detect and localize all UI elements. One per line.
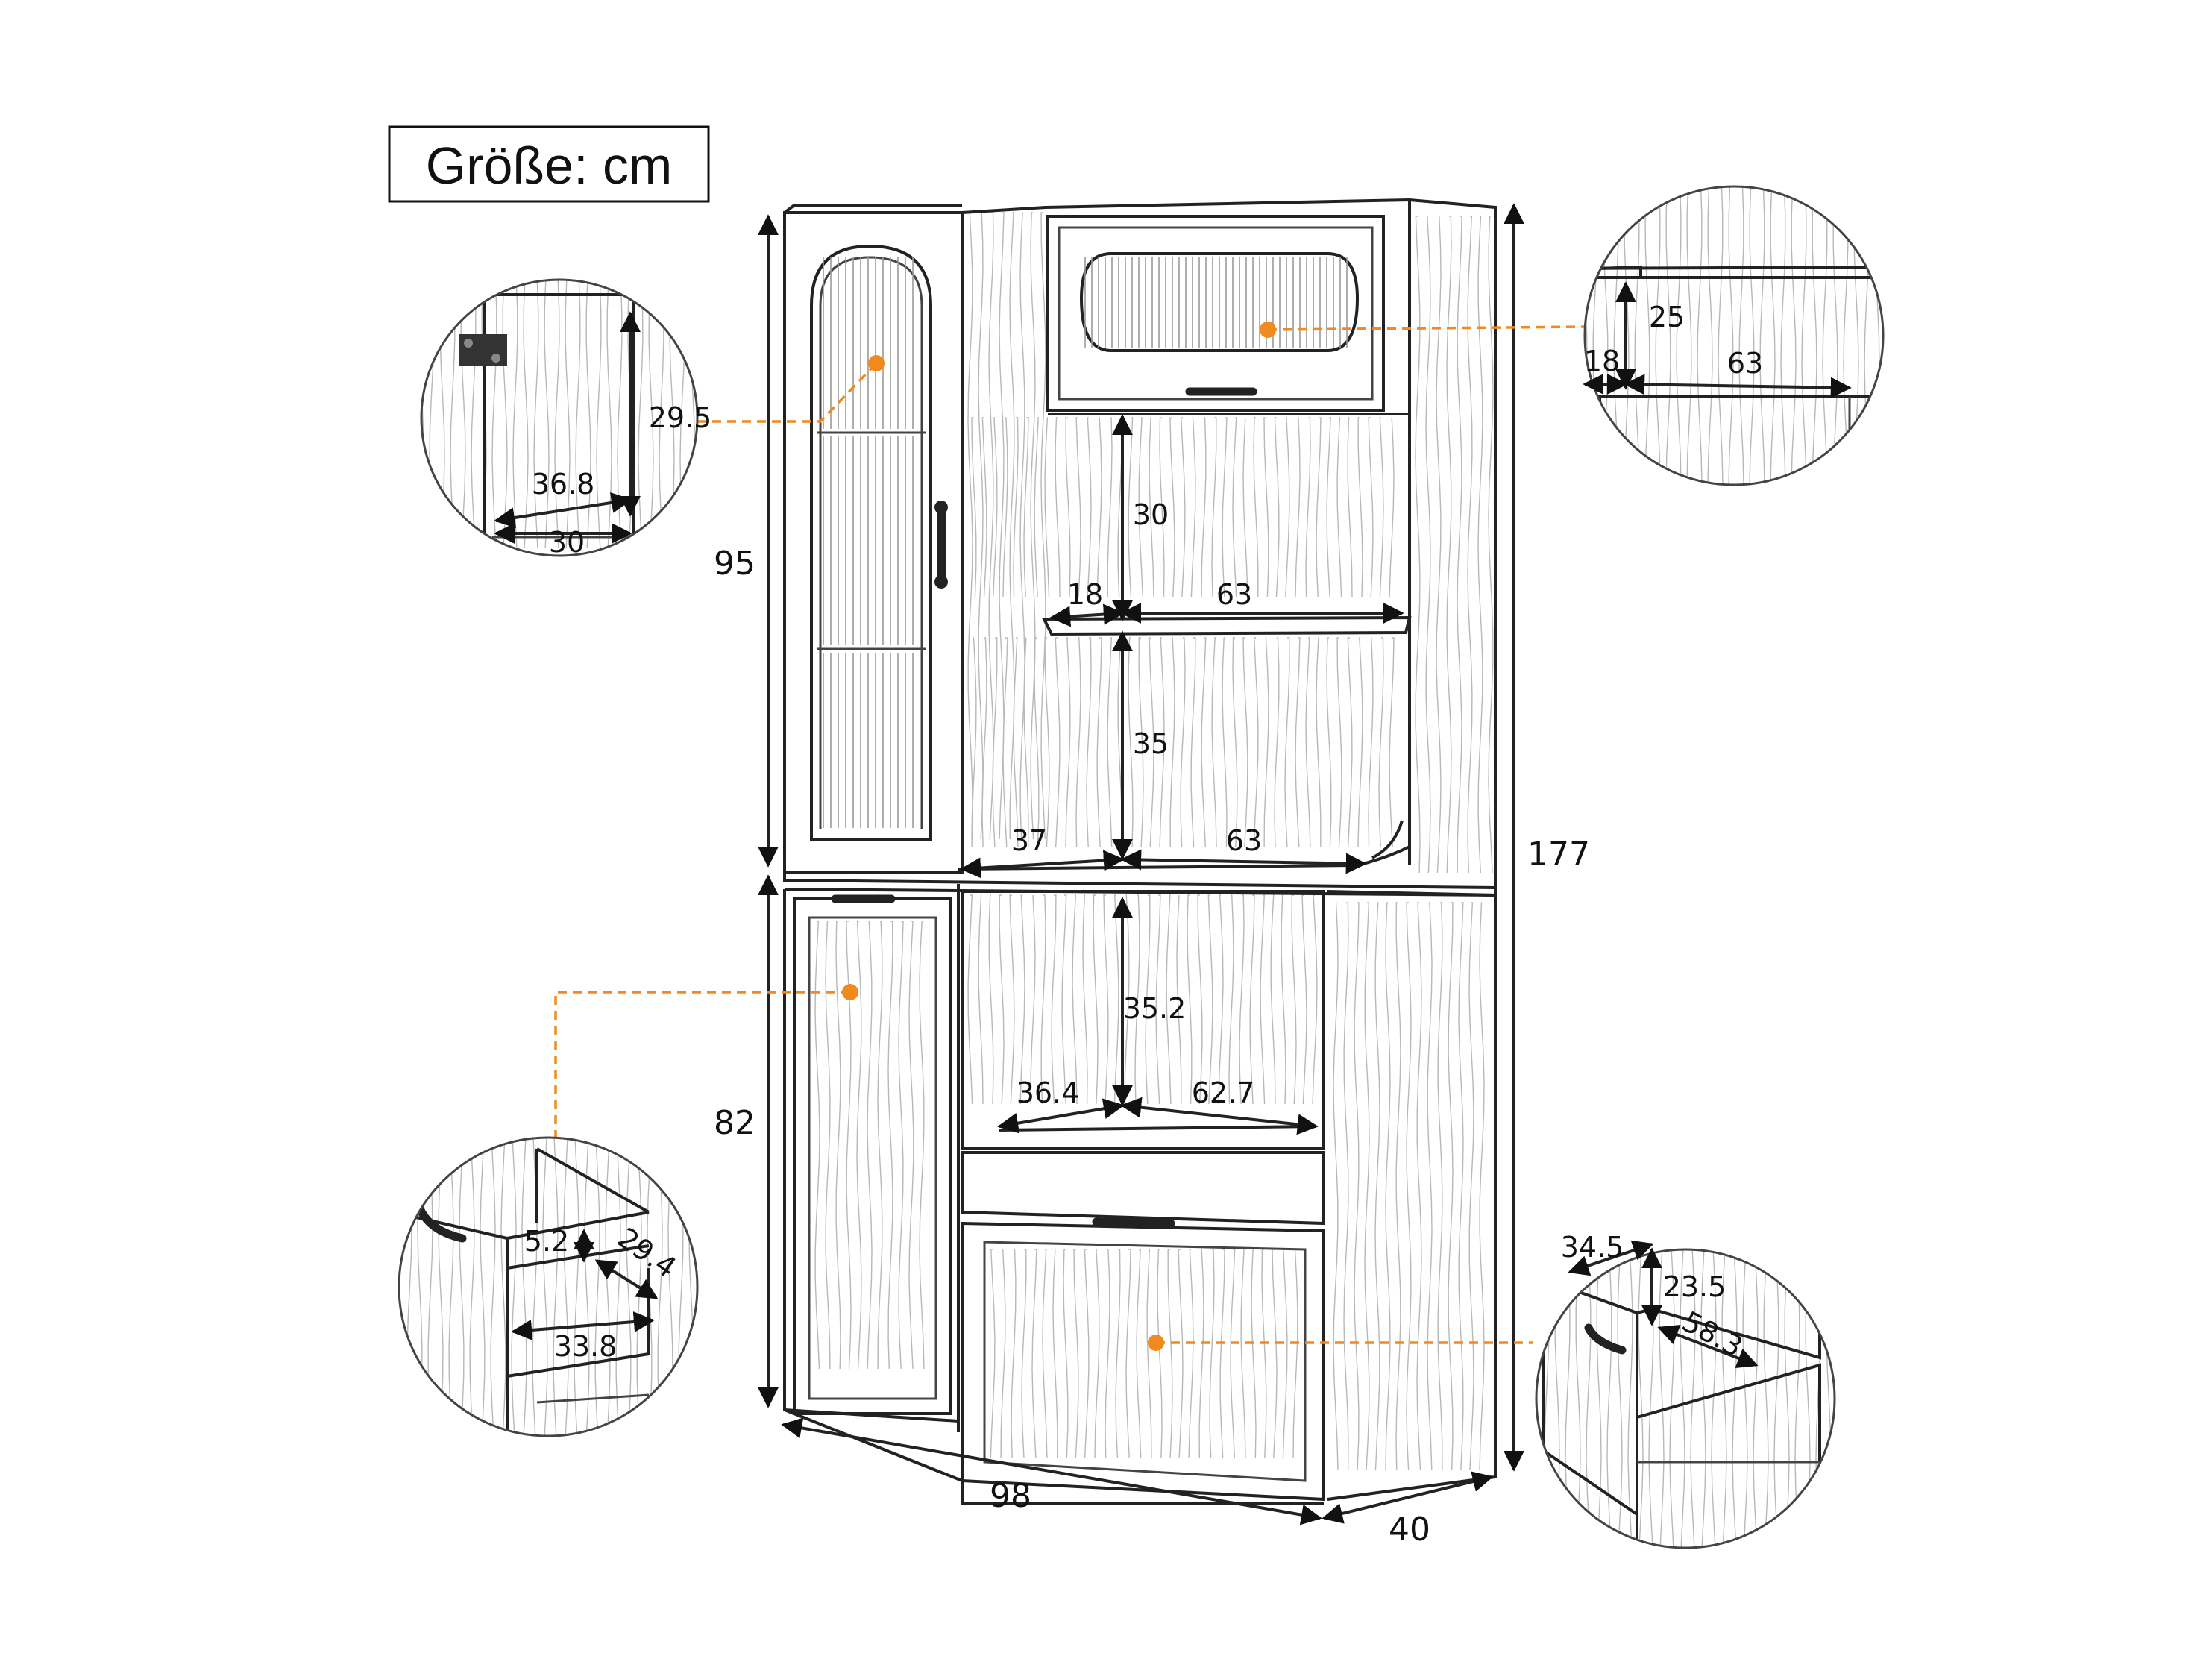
callout-left-drawer: 5.2 29.4 33.8 [398, 1136, 699, 1437]
depth-label: 40 [1389, 1511, 1430, 1549]
bottom-drawer-height-label: 23.5 [1663, 1270, 1726, 1303]
callout-glass-cabinet: 29.5 36.8 30 [420, 278, 712, 559]
microwave-width-label: 62.7 [1192, 1076, 1255, 1109]
callout-bottom-drawer: 34.5 23.5 58.3 [1535, 1231, 1836, 1549]
middle-shelf-height-label: 35 [1133, 727, 1169, 760]
hinge-icon [459, 334, 507, 366]
upper-height-label: 95 [714, 545, 755, 583]
glass-cabinet-depth-label: 36.8 [532, 468, 595, 501]
main-dimension-labels: 95 82 177 98 40 30 18 63 35 37 63 35.2 3… [714, 498, 1590, 1549]
middle-shelf-width-label: 63 [1226, 824, 1262, 857]
microwave-depth-label: 36.4 [1017, 1076, 1080, 1109]
glass-cabinet-width-label: 30 [549, 526, 585, 559]
upper-shelf-height-label: 30 [1133, 498, 1169, 531]
width-label: 98 [990, 1477, 1031, 1515]
total-height-label: 177 [1527, 835, 1590, 874]
upper-shelf-width-label: 63 [1216, 578, 1252, 611]
callout-leaders [554, 322, 1586, 1351]
left-drawer-width-label: 33.8 [554, 1330, 618, 1363]
glass-ribs [823, 257, 914, 828]
title-text: Größe: cm [426, 137, 673, 195]
callout-top-compartment: 25 18 63 [1583, 185, 1885, 486]
middle-shelf-depth-label: 37 [1011, 824, 1047, 857]
main-dimension-lines [758, 203, 1524, 1525]
wood-texture [814, 212, 1494, 1470]
top-door-ribs [1084, 257, 1348, 348]
top-compartment-depth-label: 18 [1584, 345, 1620, 377]
cabinet-illustration [783, 198, 1497, 1505]
left-drawer-height-label: 5.2 [524, 1225, 569, 1258]
size-unit-label: Größe: cm [388, 125, 710, 203]
upper-shelf-depth-label: 18 [1067, 578, 1103, 611]
microwave-height-label: 35.2 [1123, 992, 1187, 1025]
top-compartment-height-label: 25 [1649, 301, 1685, 333]
top-compartment-width-label: 63 [1727, 347, 1763, 380]
lower-height-label: 82 [714, 1104, 755, 1142]
bottom-drawer-width-label: 34.5 [1561, 1231, 1624, 1264]
glass-cabinet-height-label: 29.5 [649, 401, 712, 434]
